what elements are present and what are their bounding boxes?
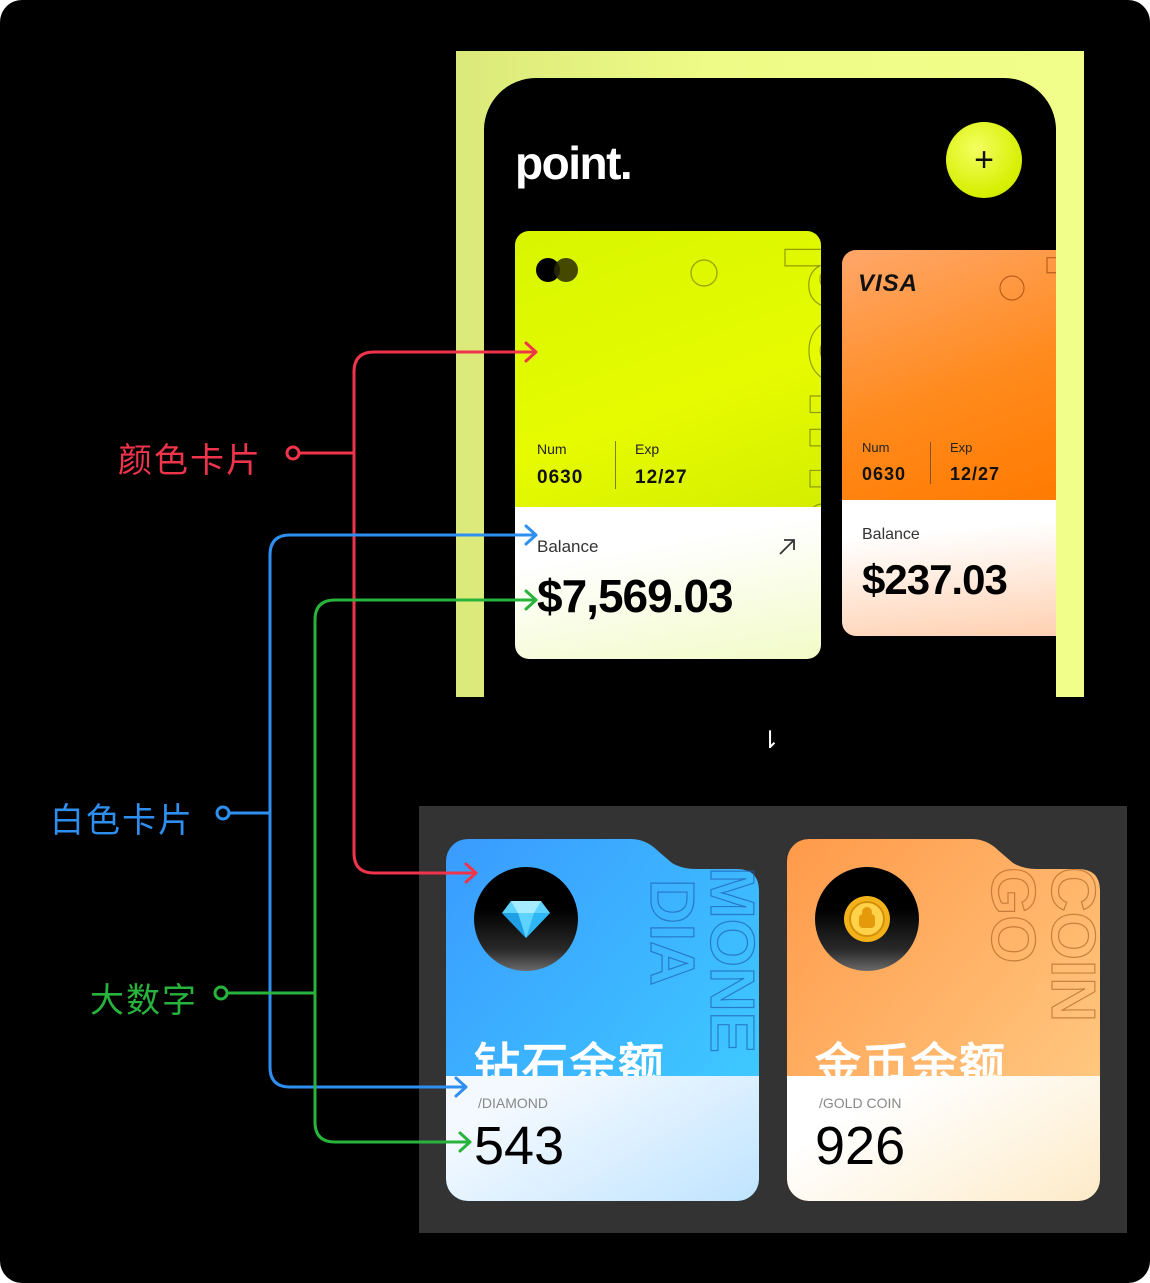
diamond-balance-card[interactable]: DIA MONE 钻石余额 /DIAMOND 543 [446,839,759,1201]
gold-coin-icon [844,896,890,942]
card-watermark-text: point [784,241,821,507]
transition-arrow-icon: ⇂ [760,727,781,754]
card-exp-value: 12/27 [950,464,1001,484]
balance-amount: $237.03 [862,556,1008,603]
card-divider [615,441,616,489]
token-cards-panel: DIA MONE 钻石余额 /DIAMOND 543 [419,806,1127,1233]
card-num-label: Num [862,440,890,455]
blue-connector-dot [215,805,231,821]
wallet-card-orange[interactable]: point VISA Num 0630 Exp 12/27 Balance $2… [842,250,1056,636]
blue-connector-line [228,524,538,1098]
watermark-text-a: DIA [637,879,706,986]
card-watermark-pattern: point [999,250,1056,500]
card-exp-label: Exp [635,441,660,457]
plus-icon: + [974,140,994,179]
token-white-section [787,1076,1100,1201]
phone-screen: point. + point Num 0630 Exp 12/27 Ba [484,78,1056,697]
card-watermark-pattern: point [690,240,821,507]
card-watermark-text: point [1046,250,1056,500]
card-white-section: Balance $237.03 [842,500,1056,636]
red-connector-dot [285,445,301,461]
green-connector-line [226,589,538,1153]
card-num-value: 0630 [862,464,907,484]
card-num-value: 0630 [537,467,584,488]
diamond-icon [502,901,550,938]
mastercard-icon [536,258,578,282]
add-card-button[interactable]: + [946,122,1022,198]
annotation-big-number: 大数字 [90,982,198,1020]
gold-coin-icon-badge [815,867,919,971]
card-exp-label: Exp [950,440,973,455]
card-divider [930,442,931,484]
card-exp-value: 12/27 [635,467,688,488]
card-white-section: Balance $7,569.03 [515,507,821,659]
token-value: 926 [815,1116,906,1176]
watermark-text-a: GO [978,867,1047,963]
watermark-text-b: MONE [697,867,759,1053]
annotation-white-card: 白色卡片 [50,802,194,840]
card-color-section: point Num 0630 Exp 12/27 [515,231,821,507]
wallet-card-lime[interactable]: point Num 0630 Exp 12/27 Balance $7,569.… [515,231,821,659]
card-color-section: point VISA Num 0630 Exp 12/27 [842,250,1056,500]
green-connector-dot [213,985,229,1001]
token-subtitle: /GOLD COIN [819,1095,902,1111]
balance-amount: $7,569.03 [537,570,734,622]
gold-coin-balance-card[interactable]: GO COIN 金币余额 /GOLD COIN 926 [787,839,1100,1201]
token-subtitle: /DIAMOND [478,1095,548,1111]
arrow-up-right-icon[interactable] [777,537,797,557]
balance-label: Balance [537,537,599,556]
diamond-icon-badge [474,867,578,971]
annotation-color-card: 颜色卡片 [118,442,262,480]
watermark-text-b: COIN [1038,867,1100,1022]
app-logo: point. [515,137,633,189]
balance-label: Balance [862,526,920,543]
red-connector-line [298,341,538,884]
token-value: 543 [474,1116,565,1176]
card-num-label: Num [537,441,567,457]
token-white-section [446,1076,759,1201]
visa-logo: VISA [858,270,919,297]
